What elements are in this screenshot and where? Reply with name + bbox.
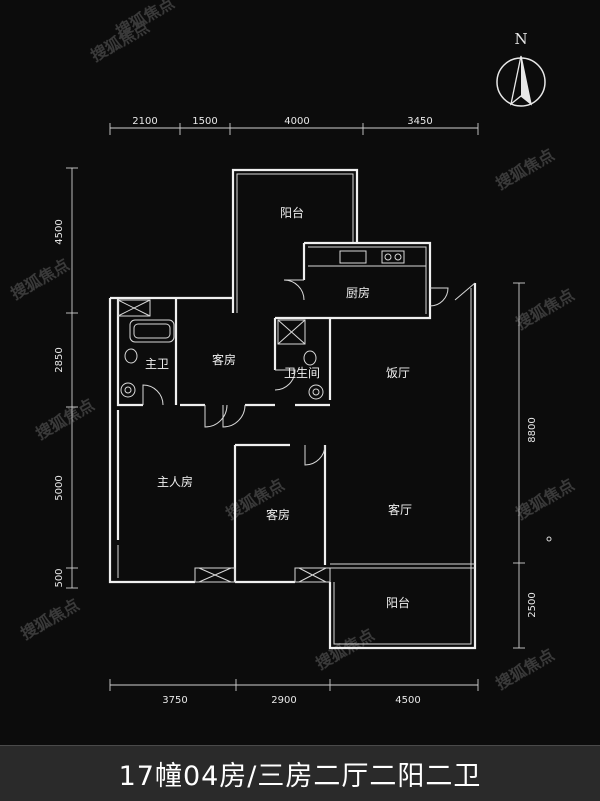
room-label-dining-room: 饭厅 <box>386 366 410 380</box>
room-label-balcony-bottom: 阳台 <box>386 595 410 610</box>
room-label-master-bedroom: 主人房 <box>157 474 193 489</box>
watermark-text: 搜狐焦点 <box>493 645 558 693</box>
watermark-text: 搜狐焦点 <box>493 145 558 193</box>
room-label-balcony-top: 阳台 <box>280 205 304 220</box>
room-label-bathroom: 卫生间 <box>284 366 320 380</box>
dimension-right-2: 2500 <box>527 592 538 617</box>
compass: N <box>496 30 546 107</box>
floor-plan: 搜狐焦点 搜狐焦点 搜狐焦点 搜狐焦点 搜狐焦点 搜狐焦点 搜狐焦点 搜狐焦点 … <box>8 0 578 706</box>
right-dimension-line: 8800 2500 <box>513 282 538 649</box>
dimension-left-2: 2850 <box>54 347 65 372</box>
left-dimension-line: 4500 2850 5000 500 <box>54 167 78 589</box>
caption-band: 17幢04房/三房二厅二阳二卫 <box>0 745 600 801</box>
room-labels: 阳台 厨房 主卫 客房 卫生间 饭厅 主人房 客房 客厅 阳台 <box>145 205 412 610</box>
watermark-text: 搜狐焦点 <box>513 475 578 523</box>
dimension-left-4: 500 <box>54 568 65 587</box>
dimension-top-2: 1500 <box>192 116 217 127</box>
watermarks: 搜狐焦点 搜狐焦点 搜狐焦点 搜狐焦点 搜狐焦点 搜狐焦点 搜狐焦点 搜狐焦点 … <box>8 0 578 693</box>
room-label-master-bath: 主卫 <box>145 357 169 371</box>
watermark-text: 搜狐焦点 <box>18 595 83 643</box>
room-label-guest-room-upper: 客房 <box>212 352 236 367</box>
dimension-left-1: 4500 <box>54 219 65 244</box>
dimension-left-3: 5000 <box>54 475 65 500</box>
doors <box>142 279 476 466</box>
bathtub-icon <box>129 319 175 343</box>
walls <box>108 168 477 650</box>
dimension-top-3: 4000 <box>284 116 309 127</box>
room-label-guest-room-lower: 客房 <box>266 507 290 522</box>
watermark-text: 搜狐焦点 <box>313 625 378 673</box>
dimension-bottom-1: 3750 <box>162 695 187 706</box>
top-dimension-line: 2100 1500 4000 3450 <box>109 116 479 135</box>
kitchen-sink-icon <box>339 250 367 264</box>
dimension-bottom-3: 4500 <box>395 695 420 706</box>
compass-label: N <box>514 30 527 48</box>
room-label-kitchen: 厨房 <box>346 285 370 300</box>
dimension-top-1: 2100 <box>132 116 157 127</box>
watermark-text: 搜狐焦点 <box>8 255 73 303</box>
stove-icon <box>381 250 405 264</box>
fixtures <box>120 250 552 542</box>
room-label-living-room: 客厅 <box>388 502 412 517</box>
toilet-icon <box>303 350 317 366</box>
watermark-text: 搜狐焦点 <box>33 395 98 443</box>
dimension-bottom-2: 2900 <box>271 695 296 706</box>
watermark-text: 搜狐焦点 <box>513 285 578 333</box>
floor-plan-caption: 17幢04房/三房二厅二阳二卫 <box>118 761 482 792</box>
dimension-top-4: 3450 <box>407 116 432 127</box>
dimension-right-1: 8800 <box>527 417 538 442</box>
toilet-icon <box>124 348 138 364</box>
sink-icon <box>308 384 324 400</box>
bottom-dimension-line: 3750 2900 4500 <box>109 679 479 706</box>
sink-icon <box>120 382 136 398</box>
